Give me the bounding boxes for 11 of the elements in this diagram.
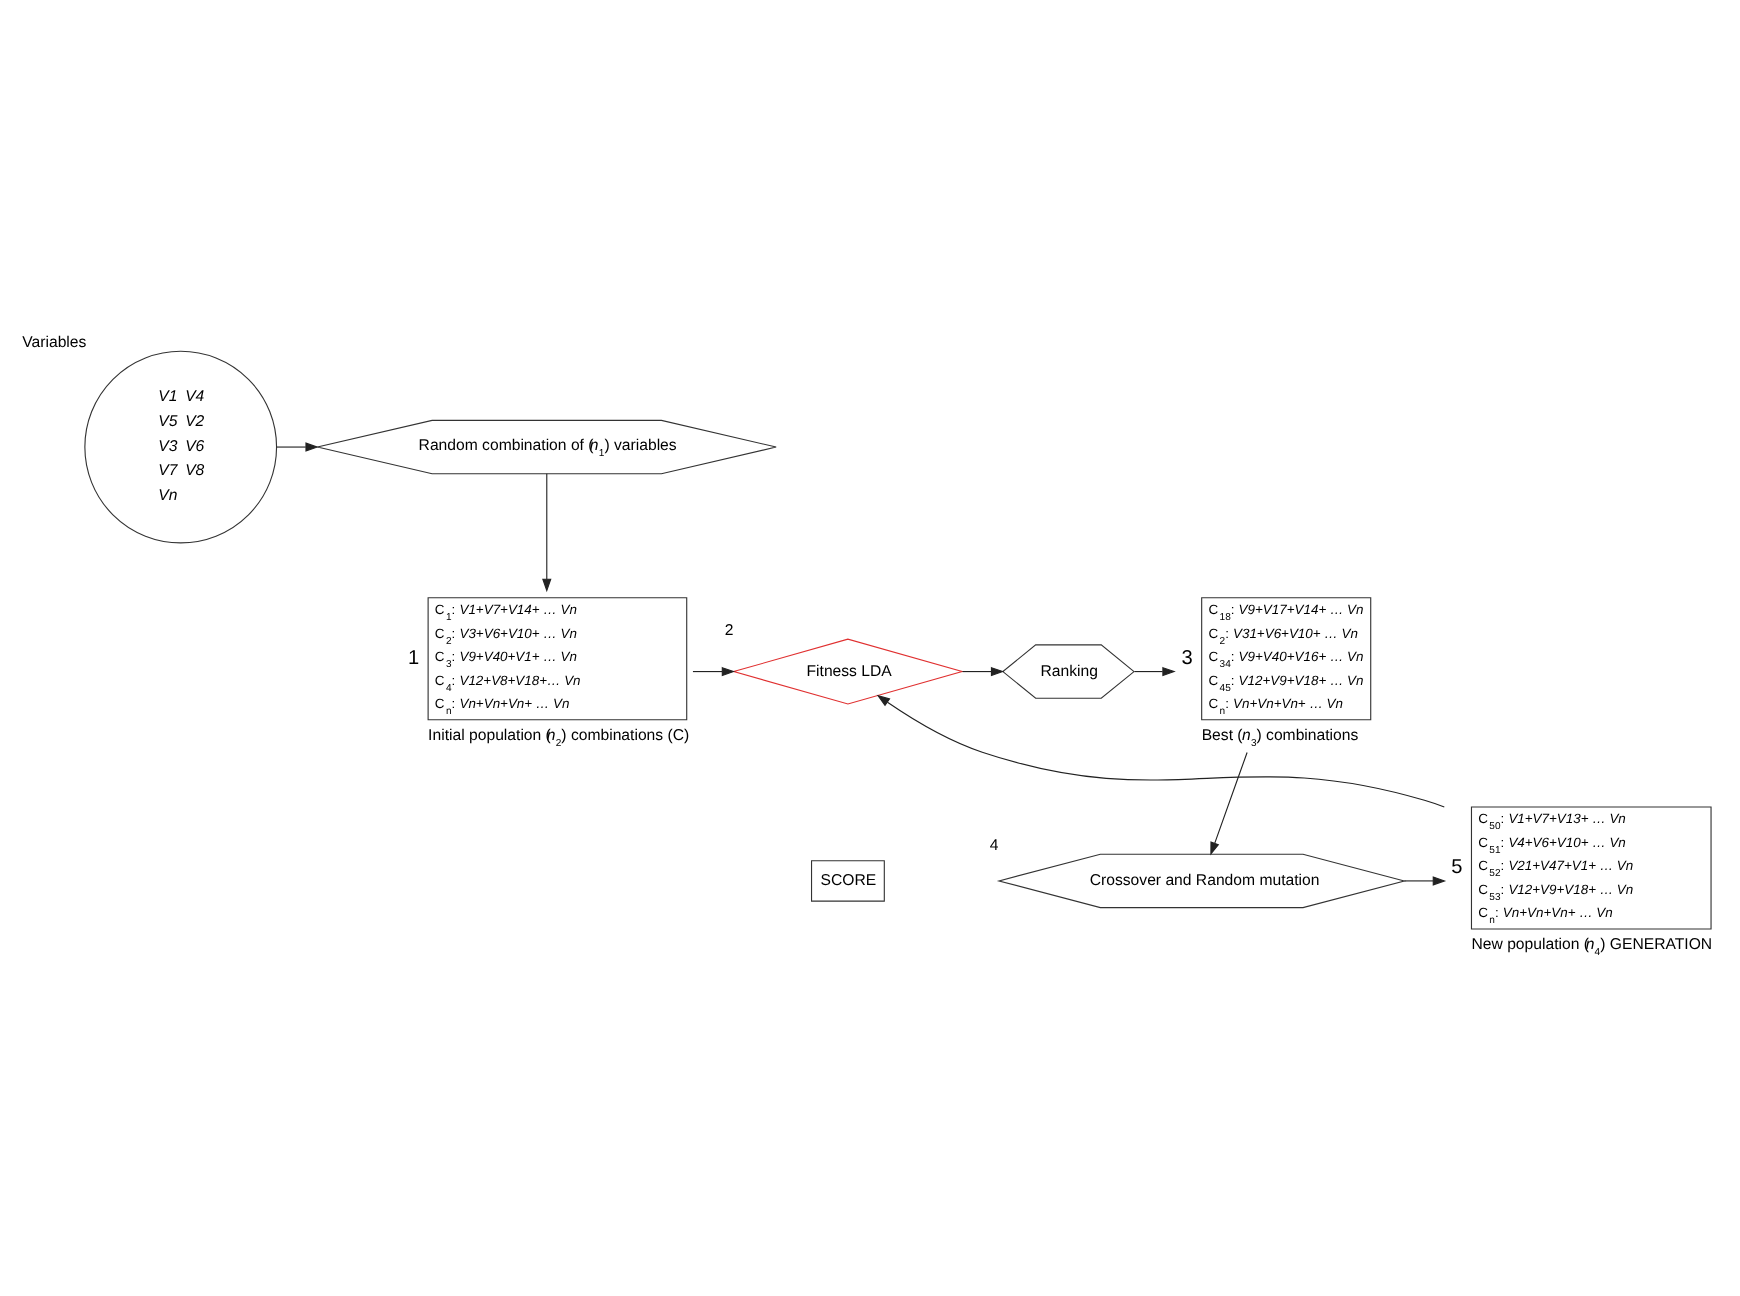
arrow: [542, 473, 552, 593]
node-label: 3: [1181, 647, 1193, 670]
arrow: [692, 666, 736, 677]
node-label: 5: [1451, 856, 1463, 879]
arrow: [876, 694, 1445, 808]
arrow: [1210, 751, 1248, 856]
node-label: 1: [407, 647, 420, 670]
arrow: [275, 442, 319, 452]
arrow: [1403, 876, 1447, 886]
arrow: [961, 666, 1005, 677]
arrow: [1133, 666, 1176, 677]
